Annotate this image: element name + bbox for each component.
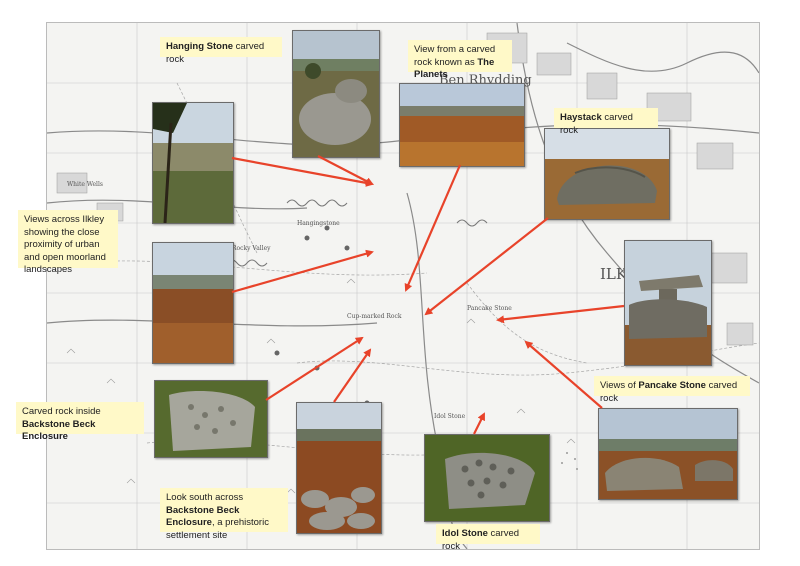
caption-planets: View from a carved rock known as The Pla… [408, 40, 512, 80]
caption-hanging-stone-bold: Hanging Stone [166, 41, 234, 52]
photo-haystack [544, 128, 670, 220]
photo-hanging-stone [292, 30, 380, 158]
caption-look-south-pre: Look south across [166, 492, 244, 503]
caption-haystack: Haystack carved rock [554, 108, 658, 136]
label-rocky-valley: Rocky Valley [232, 245, 271, 252]
caption-planets-pre: View from a carved rock known as [414, 44, 496, 68]
caption-pancake-rest: carved rock [600, 380, 738, 404]
caption-look-south: Look south across Backstone Beck Enclosu… [160, 488, 288, 541]
label-cup-marked-rock: Cup-marked Rock [347, 313, 402, 320]
caption-look-south-bold: Backstone Beck Enclosure [166, 504, 240, 529]
caption-backstone-inside-pre: Carved rock inside [22, 406, 101, 417]
photo-pancake-stone-view [598, 408, 738, 500]
label-hanging-stone: Hangingstone [297, 220, 340, 227]
caption-haystack-bold: Haystack [560, 112, 602, 123]
caption-look-south-rest: , a prehistoric settlement site [166, 517, 269, 541]
photo-idol-stone [424, 434, 550, 522]
caption-planets-bold: The Planets [414, 56, 495, 81]
photo-pancake-stone-closeup [624, 240, 712, 366]
caption-pancake-stone: Views of Pancake Stone carved rock [594, 376, 750, 404]
caption-backstone-inside-bold: Backstone Beck Enclosure [22, 418, 96, 443]
caption-hanging-stone-rest: carved rock [166, 41, 265, 65]
caption-views-ilkley-text: Views across Ilkley showing the close pr… [24, 214, 106, 276]
caption-pancake-pre: Views of [600, 380, 639, 391]
label-white-wells: White Wells [67, 181, 103, 188]
caption-pancake-bold: Pancake Stone [638, 380, 706, 391]
caption-hanging-stone: Hanging Stone carved rock [160, 37, 282, 65]
photo-planets-view [399, 83, 525, 167]
label-idol-stone: Idol Stone [434, 413, 466, 420]
photo-ilkley-trees [152, 102, 234, 224]
photo-backstone-enclosure [296, 402, 382, 534]
caption-idol-bold: Idol Stone [442, 528, 488, 539]
caption-idol-stone: Idol Stone carved rock [436, 524, 540, 552]
caption-idol-rest: carved rock [442, 528, 520, 552]
caption-views-ilkley: Views across Ilkley showing the close pr… [18, 210, 118, 275]
photo-ilkley-moorland [152, 242, 234, 364]
label-pancake-stone: Pancake Stone [467, 305, 512, 312]
caption-haystack-rest: carved rock [560, 112, 633, 136]
photo-backstone-carved-rock [154, 380, 268, 458]
